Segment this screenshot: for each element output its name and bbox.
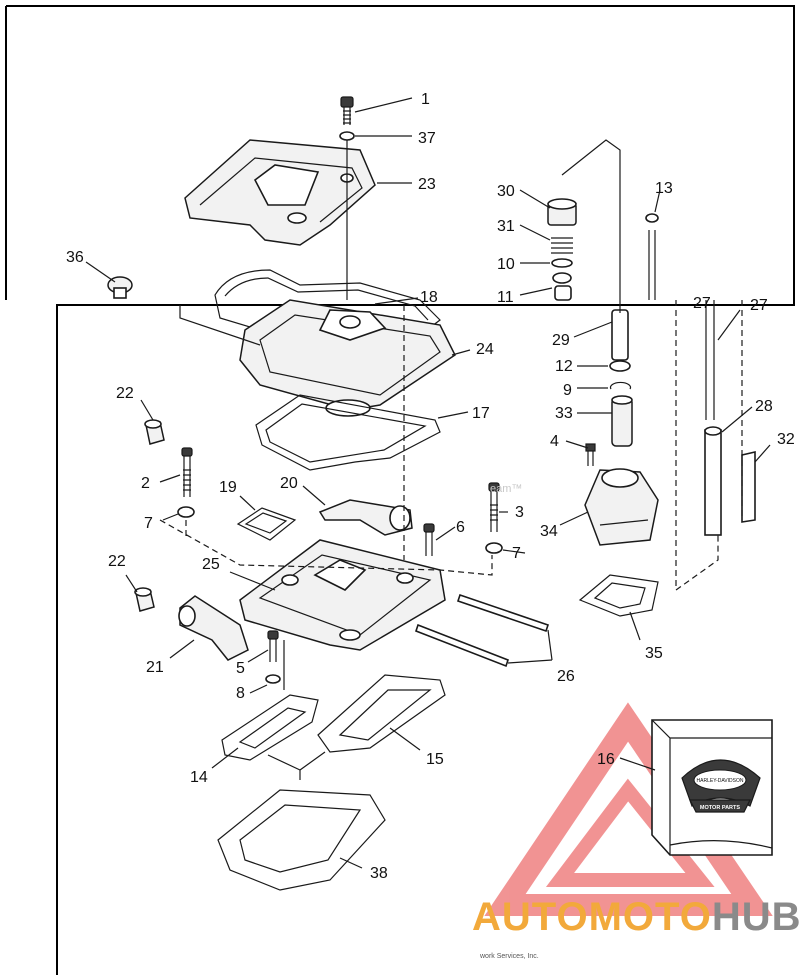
part-washer-7-right [485, 542, 503, 554]
part-bolt-3 [488, 482, 500, 532]
brand-text: AUTOMOTOHUB [472, 895, 800, 939]
assembly-lines [159, 139, 621, 780]
callout-16: 16 [597, 751, 615, 768]
part-pushrod-29 [611, 309, 629, 361]
callout-7-right: 7 [512, 545, 521, 562]
part-bolt-2 [181, 447, 193, 497]
callout-38: 38 [370, 865, 388, 882]
genuine-parts-box: GENUINE HARLEY-DAVIDSON MOTOR PARTS [651, 719, 773, 856]
part-washer-7-left [177, 506, 195, 518]
part-clip-32 [741, 450, 756, 523]
callout-10: 10 [497, 256, 515, 273]
callout-26: 26 [557, 668, 575, 685]
callout-4: 4 [550, 433, 559, 450]
logo-top-text: GENUINE [702, 752, 739, 761]
callout-1: 1 [421, 91, 430, 108]
callout-5: 5 [236, 660, 245, 677]
harley-shield-logo: GENUINE HARLEY-DAVIDSON MOTOR PARTS [681, 752, 761, 813]
part-bolt-5 [267, 630, 279, 662]
part-washer-8 [265, 674, 281, 684]
callout-29: 29 [552, 332, 570, 349]
callout-33: 33 [555, 405, 573, 422]
callout-20: 20 [280, 475, 298, 492]
part-bolt-1 [340, 96, 354, 125]
leader-lines [85, 97, 771, 869]
brand-part-moto: MOTO [589, 895, 712, 939]
callout-9: 9 [563, 382, 572, 399]
callout-13: 13 [655, 180, 673, 197]
watermark-small: eam™ [490, 483, 522, 495]
callout-11: 11 [497, 289, 514, 306]
part-plug-22-upper [144, 419, 165, 445]
callout-22-upper: 22 [116, 385, 134, 402]
callout-23: 23 [418, 176, 436, 193]
logo-middle-text: HARLEY-DAVIDSON [697, 778, 744, 784]
brand-part-hub: HUB [712, 895, 800, 939]
callout-19: 19 [219, 479, 237, 496]
callout-18: 18 [420, 289, 438, 306]
callout-7-left: 7 [144, 515, 153, 532]
part-lifter-body-11 [554, 285, 572, 301]
callout-28: 28 [755, 398, 773, 415]
callout-31: 31 [497, 218, 515, 235]
part-shafts-26 [415, 593, 550, 668]
callout-17: 17 [472, 405, 490, 422]
part-ring-11 [552, 272, 572, 284]
part-tube-28 [704, 426, 722, 536]
callout-35: 35 [645, 645, 663, 662]
part-lifter-block-34 [584, 468, 659, 546]
part-gasket-19 [236, 507, 297, 541]
callout-37: 37 [418, 130, 436, 147]
callout-36: 36 [66, 249, 84, 266]
callout-6: 6 [456, 519, 465, 536]
part-clip-9 [609, 381, 632, 390]
part-washer-37 [339, 131, 355, 141]
part-leader-frame [675, 300, 743, 592]
callout-27-right: 27 [750, 297, 768, 314]
callout-2: 2 [141, 475, 150, 492]
diagram-frame [5, 5, 795, 975]
part-gasket-14 [221, 694, 319, 761]
part-housing-24 [239, 299, 456, 417]
callout-3: 3 [515, 504, 524, 521]
part-gasket-35 [578, 574, 659, 617]
part-lifter-33 [611, 395, 633, 447]
part-gasket-17 [255, 394, 441, 471]
copyright-text: work Services, Inc. [479, 953, 539, 960]
part-gasket-15 [317, 674, 446, 753]
callout-24: 24 [476, 341, 494, 358]
callout-30: 30 [497, 183, 515, 200]
callout-12: 12 [555, 358, 573, 375]
part-bolt-6 [423, 523, 435, 556]
callout-25: 25 [202, 556, 220, 573]
part-oring-13 [645, 213, 659, 223]
part-washer-10 [551, 258, 573, 268]
part-rocker-support-25 [239, 539, 446, 651]
part-rocker-arm-21 [178, 595, 249, 661]
brand-part-auto: AUTO [472, 895, 589, 939]
callout-15: 15 [426, 751, 444, 768]
part-oring-12 [609, 360, 631, 372]
part-pushrod-top [648, 230, 656, 300]
part-spring-31 [551, 237, 573, 254]
callout-labels: 1 37 23 36 18 24 17 22 2 19 20 7 6 3 22 … [66, 91, 795, 882]
callout-14: 14 [190, 769, 208, 786]
callout-22-lower: 22 [108, 553, 126, 570]
callout-32: 32 [777, 431, 795, 448]
callout-21: 21 [146, 659, 164, 676]
callout-8: 8 [236, 685, 245, 702]
logo-bottom-text: MOTOR PARTS [700, 805, 740, 811]
part-rocker-arm-20 [318, 499, 413, 536]
callout-27-left: 27 [693, 295, 711, 312]
part-gasket-38 [217, 789, 386, 891]
part-pushrod-27 [705, 300, 715, 420]
callout-34: 34 [540, 523, 558, 540]
part-plug-22-lower [134, 587, 155, 612]
part-lifter-30 [547, 198, 577, 226]
